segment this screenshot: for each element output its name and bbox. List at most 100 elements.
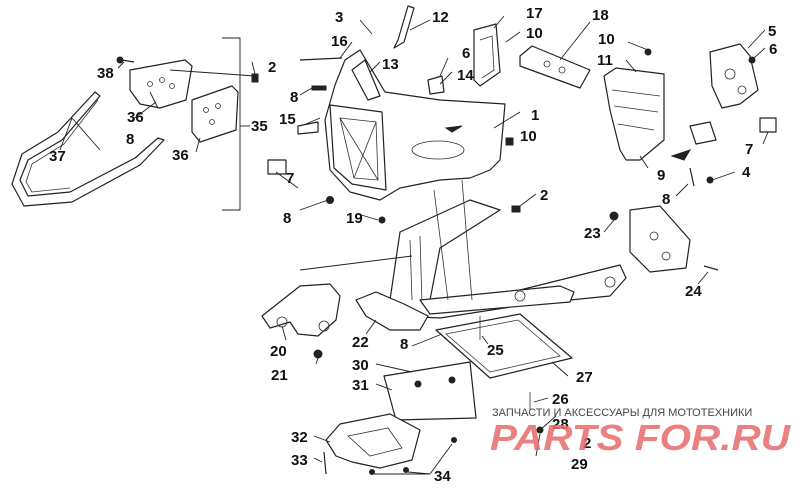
- callout-17: 17: [526, 5, 543, 22]
- bolt-38: [121, 59, 135, 63]
- callout-10: 10: [520, 128, 537, 145]
- callout-36: 36: [127, 109, 144, 126]
- callout-34: 34: [434, 468, 451, 485]
- bracket-17: [473, 23, 501, 87]
- bumper-bracket-lower: [191, 85, 239, 143]
- steering-bracket-group: [603, 29, 777, 197]
- callout-36: 36: [172, 147, 189, 164]
- callout-21: 21: [271, 367, 288, 384]
- watermark: ЗАПЧАСТИ И АКСЕССУАРЫ ДЛЯ МОТОТЕХНИКИ PA…: [490, 407, 791, 458]
- bolt-23: [609, 211, 619, 221]
- callout-31: 31: [352, 377, 369, 394]
- mount-bracket-22: [355, 291, 429, 331]
- callout-8: 8: [662, 191, 670, 208]
- callout-5: 5: [768, 23, 776, 40]
- watermark-caption: ЗАПЧАСТИ И АКСЕССУАРЫ ДЛЯ МОТОТЕХНИКИ: [492, 407, 752, 419]
- callout-8: 8: [290, 89, 298, 106]
- group-bracket-35: [222, 37, 241, 211]
- bracket-17-inner: [479, 35, 495, 79]
- bracket-5: [709, 43, 759, 109]
- bolt-8-upper: [311, 85, 327, 91]
- nut-2-left: [251, 73, 259, 83]
- callout-37: 37: [49, 148, 66, 165]
- bumper-7-left: [267, 159, 287, 175]
- callout-6: 6: [769, 41, 777, 58]
- bolt-38-head: [116, 56, 124, 64]
- screw-29-left: [451, 437, 457, 443]
- callout-16: 16: [331, 33, 348, 50]
- bracket-13: [351, 59, 381, 101]
- callout-19: 19: [346, 210, 363, 227]
- bumper-group: [11, 37, 259, 211]
- nut-6-right: [748, 56, 756, 64]
- callout-25: 25: [487, 342, 504, 359]
- callout-22: 22: [352, 334, 369, 351]
- nut-2-center: [511, 205, 521, 213]
- screw-19: [378, 216, 386, 224]
- callout-14: 14: [457, 67, 474, 84]
- bolt-33: [323, 451, 327, 475]
- front-bumper-bar: [11, 91, 165, 207]
- callout-27: 27: [576, 369, 593, 386]
- callout-7: 7: [286, 170, 294, 187]
- bulkhead-arrow: [444, 125, 463, 133]
- leader-20-top: [299, 255, 413, 271]
- callout-18: 18: [592, 7, 609, 24]
- callout-8: 8: [283, 210, 291, 227]
- callout-13: 13: [382, 56, 399, 73]
- callout-35: 35: [251, 118, 268, 135]
- bolt-8-right: [689, 167, 695, 187]
- housing-ribs: [611, 89, 661, 131]
- callout-24: 24: [685, 283, 702, 300]
- rod-16: [299, 57, 343, 61]
- callout-2: 2: [540, 187, 548, 204]
- skid-plate-27: [435, 313, 573, 379]
- nut-21: [313, 349, 323, 359]
- callout-23: 23: [584, 225, 601, 242]
- skid-plate-inner: [445, 319, 561, 373]
- bumper-inner-edge: [25, 99, 99, 193]
- bulkhead-cross-brace: [339, 117, 379, 181]
- frame-mount-right: [629, 205, 691, 273]
- callout-3: 3: [335, 9, 343, 26]
- callout-38: 38: [97, 65, 114, 82]
- bolt-24: [703, 265, 719, 271]
- callout-8: 8: [126, 131, 134, 148]
- callout-33: 33: [291, 452, 308, 469]
- clip-14: [427, 75, 445, 95]
- callout-10: 10: [598, 31, 615, 48]
- front-bulkhead-group: [267, 5, 591, 224]
- callout-20: 20: [270, 343, 287, 360]
- steering-housing-9: [603, 67, 665, 161]
- plate-18: [519, 45, 591, 89]
- callout-12: 12: [432, 9, 449, 26]
- watermark-logo: PARTS FOR.RU: [490, 417, 791, 458]
- callout-6: 6: [462, 45, 470, 62]
- main-frame-group: [389, 179, 719, 379]
- support-line-1: [433, 189, 449, 301]
- skid-plate-31: [383, 361, 477, 421]
- callout-7: 7: [745, 141, 753, 158]
- callout-11: 11: [597, 52, 613, 69]
- nut-10-right: [644, 48, 652, 56]
- callout-1: 1: [531, 107, 539, 124]
- lower-left-group: [261, 255, 443, 365]
- callout-26: 26: [552, 391, 569, 408]
- bracket-holes: [147, 77, 221, 125]
- frame-rail-edge: [409, 235, 423, 305]
- cross-member: [419, 285, 575, 315]
- callout-15: 15: [279, 111, 296, 128]
- guard-32: [325, 413, 421, 469]
- callout-8: 8: [400, 336, 408, 353]
- callout-4: 4: [742, 164, 751, 181]
- clip-15: [297, 121, 319, 135]
- callout-28: 28: [552, 416, 569, 433]
- callout-10: 10: [526, 25, 543, 42]
- callout-29: 29: [571, 456, 588, 473]
- callout-labels: 1 2 2 2 3 4 5 6 6 7 7 8 8 8 8 8 9 10 10 …: [49, 5, 777, 485]
- steering-support-12: [393, 5, 415, 49]
- support-line-2: [461, 179, 473, 301]
- callout-30: 30: [352, 357, 369, 374]
- plate-small: [689, 121, 717, 145]
